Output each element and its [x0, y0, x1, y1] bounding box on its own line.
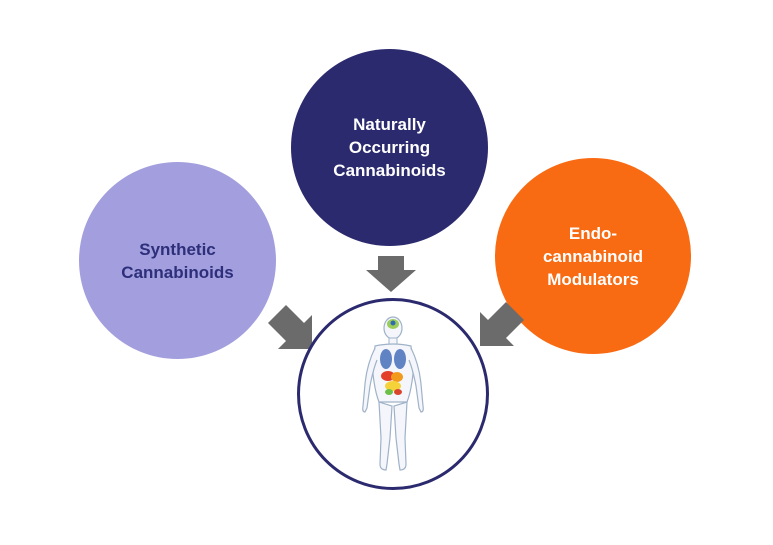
arrow-natural-to-body	[366, 256, 416, 292]
human-body-icon	[362, 316, 424, 471]
node-label: Synthetic Cannabinoids	[121, 239, 234, 282]
arrow-endo-to-body	[476, 300, 526, 350]
endocannabinoid-modulators-node: Endo- cannabinoid Modulators	[495, 158, 691, 354]
synthetic-cannabinoids-node: Synthetic Cannabinoids	[79, 162, 276, 359]
arrow-synthetic-to-body	[266, 303, 316, 353]
naturally-occurring-cannabinoids-node: Naturally Occurring Cannabinoids	[291, 49, 488, 246]
node-label: Naturally Occurring Cannabinoids	[333, 115, 446, 180]
node-label: Endo- cannabinoid Modulators	[542, 223, 644, 289]
human-body-node	[297, 298, 489, 490]
